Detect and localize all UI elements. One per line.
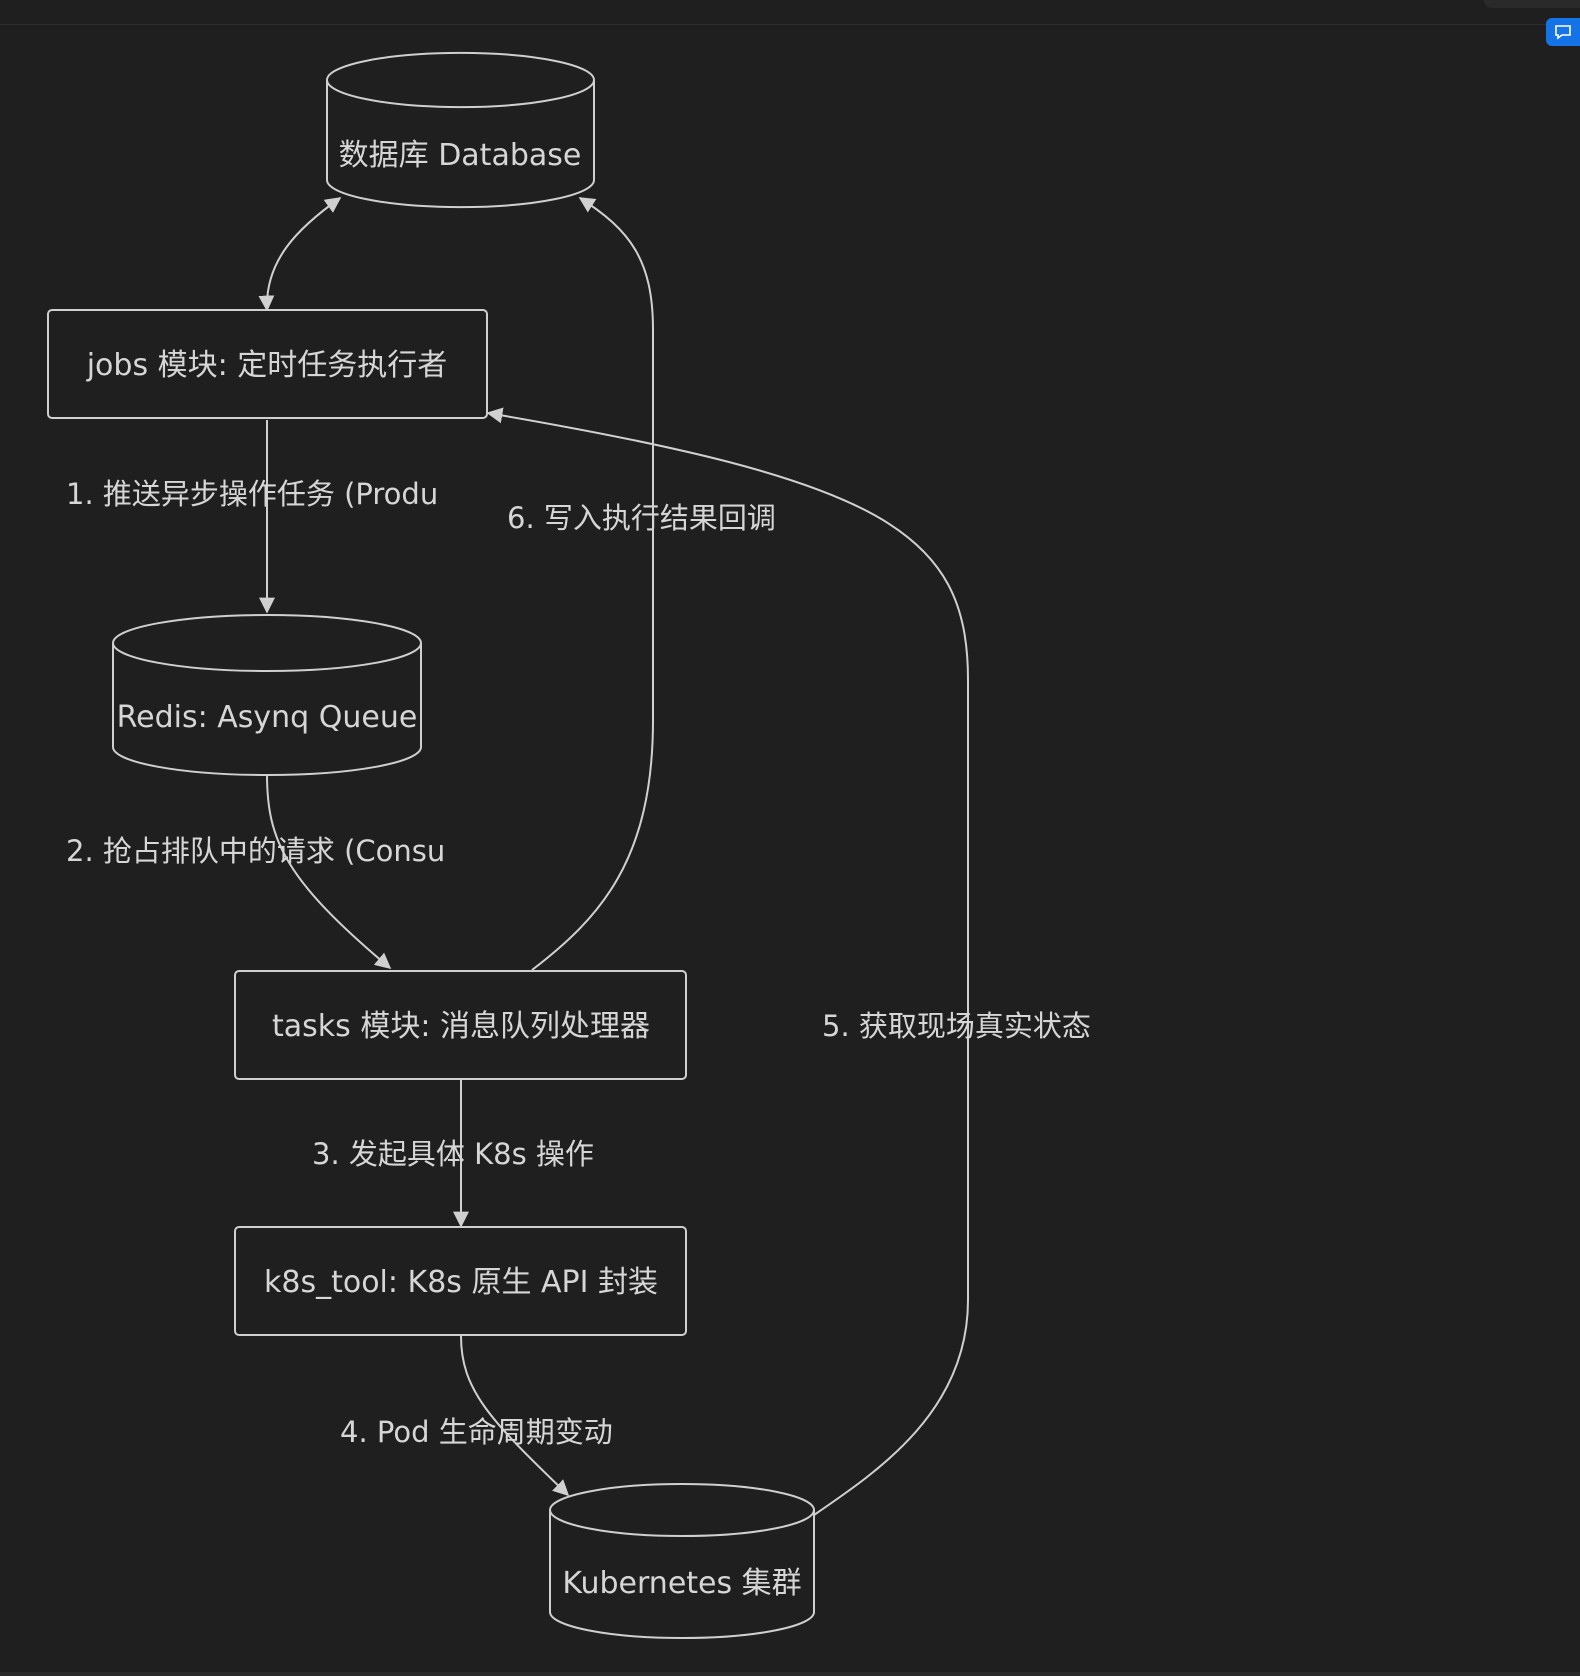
jobs-box xyxy=(47,309,488,419)
k8s-tool-label: k8s_tool: K8s 原生 API 封装 xyxy=(264,1265,658,1300)
edge-label-1: 1. 推送异步操作任务 (Produ xyxy=(66,477,438,511)
edge-k8s-tool-kubernetes xyxy=(460,1335,570,1497)
edge-label-5: 5. 获取现场真实状态 xyxy=(822,1009,1091,1043)
edge-label-2: 2. 抢占排队中的请求 (Consu xyxy=(66,834,445,868)
redis-cylinder xyxy=(112,614,422,776)
tasks-label: tasks 模块: 消息队列处理器 xyxy=(272,1009,650,1044)
node-k8s-tool[interactable]: k8s_tool: K8s 原生 API 封装 xyxy=(234,1226,687,1336)
kubernetes-cylinder xyxy=(549,1483,815,1639)
edge-label-6: 6. 写入执行结果回调 xyxy=(507,501,776,535)
kubernetes-cylinder-top xyxy=(549,1509,815,1537)
comment-icon xyxy=(1555,25,1571,40)
edge-redis-tasks xyxy=(266,773,392,970)
node-jobs[interactable]: jobs 模块: 定时任务执行者 xyxy=(47,309,488,419)
jobs-label: jobs 模块: 定时任务执行者 xyxy=(86,348,448,383)
edge-kubernetes-jobs xyxy=(486,407,969,1516)
node-kubernetes[interactable]: Kubernetes 集群 xyxy=(549,1483,815,1639)
comment-button[interactable] xyxy=(1546,18,1580,46)
node-tasks[interactable]: tasks 模块: 消息队列处理器 xyxy=(234,970,687,1080)
redis-cylinder-top xyxy=(112,642,422,672)
node-redis[interactable]: Redis: Asynq Queue xyxy=(112,614,422,776)
k8s-tool-box xyxy=(234,1226,687,1336)
redis-label: Redis: Asynq Queue xyxy=(117,700,418,735)
kubernetes-label: Kubernetes 集群 xyxy=(562,1566,801,1601)
edge-label-4: 4. Pod 生命周期变动 xyxy=(340,1415,613,1449)
database-label: 数据库 Database xyxy=(339,138,582,173)
edge-tasks-database xyxy=(531,197,654,971)
top-bar xyxy=(0,0,1580,25)
node-database[interactable]: 数据库 Database xyxy=(326,51,595,209)
tasks-box xyxy=(234,970,687,1080)
bottom-bar xyxy=(0,1672,1580,1676)
edge-database-jobs xyxy=(258,197,342,312)
database-cylinder xyxy=(326,51,595,209)
database-cylinder-top xyxy=(326,79,595,109)
edge-label-3: 3. 发起具体 K8s 操作 xyxy=(312,1137,594,1171)
corner-tab[interactable] xyxy=(1484,0,1580,8)
